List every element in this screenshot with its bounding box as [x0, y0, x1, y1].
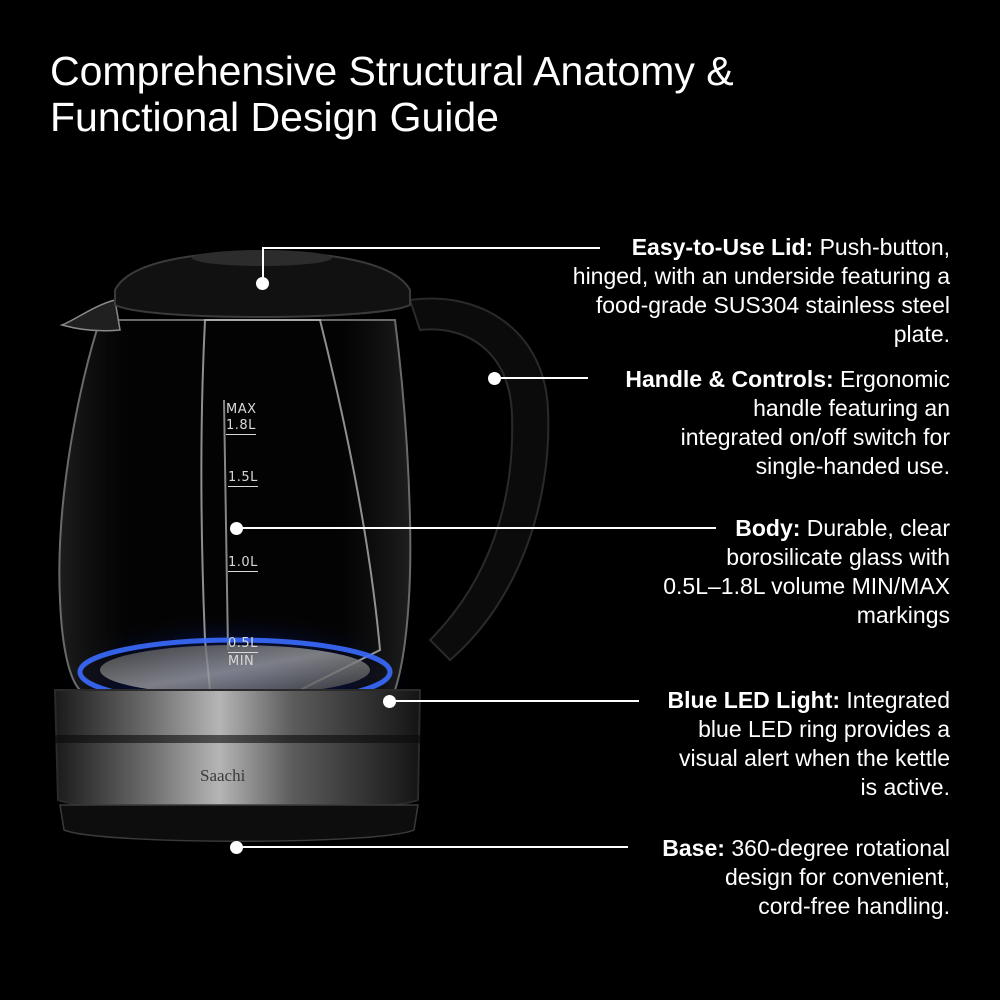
- power-base: [59, 804, 419, 842]
- lid-callout-line: [262, 247, 600, 249]
- base-callout-line: [236, 846, 628, 848]
- page-title: Comprehensive Structural Anatomy & Funct…: [50, 48, 870, 140]
- brand-logo-text: Saachi: [200, 766, 246, 785]
- callout-body: Body: Durable, clear borosilicate glass …: [663, 515, 950, 628]
- marking-1-8l: 1.8L: [226, 418, 256, 435]
- glass-body: [58, 319, 412, 691]
- base-band: [55, 735, 420, 743]
- marking-1-0l: 1.0L: [228, 555, 258, 572]
- callout-led: Blue LED Light: Integrated blue LED ring…: [667, 687, 950, 800]
- marking-0-5l: 0.5L: [228, 636, 258, 653]
- marking-1-5l: 1.5L: [228, 470, 258, 487]
- callout-base-label: Base:: [662, 835, 725, 861]
- callout-handle: Handle & Controls: Ergonomic handle feat…: [625, 366, 950, 479]
- callout-led-label: Blue LED Light:: [667, 687, 841, 713]
- glass-edge-left: [223, 399, 229, 651]
- title-line-2: Functional Design Guide: [50, 94, 499, 140]
- callout-handle-label: Handle & Controls:: [625, 366, 834, 392]
- lid-callout-vertical-line: [262, 247, 264, 283]
- marking-min: MIN: [228, 654, 255, 669]
- heating-plate: [100, 645, 370, 695]
- kettle-handle: [408, 297, 550, 662]
- lid-callout-dot: [256, 277, 269, 290]
- callout-lid: Easy-to-Use Lid: Push-button, hinged, wi…: [572, 234, 950, 347]
- body-callout-line: [236, 527, 716, 529]
- marking-max: MAX: [226, 402, 257, 417]
- kettle-spout: [59, 299, 121, 332]
- led-callout-line: [389, 700, 639, 702]
- steel-base: [53, 689, 422, 813]
- callout-lid-label: Easy-to-Use Lid:: [631, 234, 814, 260]
- callout-base: Base: 360-degree rotational design for c…: [662, 835, 950, 919]
- callout-body-label: Body:: [735, 515, 801, 541]
- title-line-1: Comprehensive Structural Anatomy &: [50, 48, 734, 94]
- handle-callout-line: [494, 377, 588, 379]
